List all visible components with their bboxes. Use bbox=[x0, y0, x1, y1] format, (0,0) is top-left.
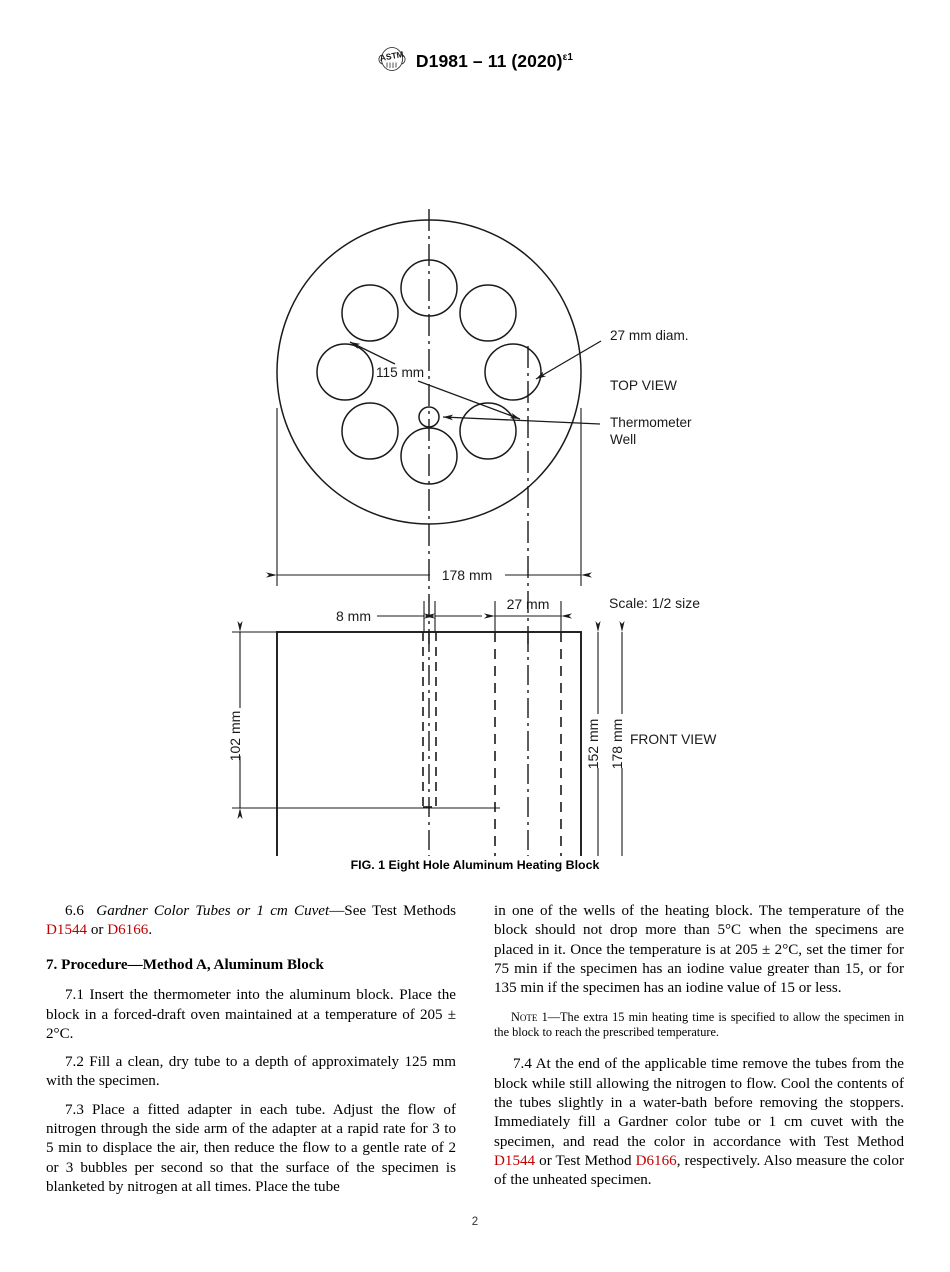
label-hole-diameter: 27 mm diam. bbox=[610, 328, 689, 343]
paragraph-7-2: 7.2 Fill a clean, dry tube to a depth of… bbox=[46, 1054, 456, 1090]
label-hole-depth: 152 mm bbox=[585, 719, 601, 770]
paragraph-7-3: 7.3 Place a fitted adapter in each tube.… bbox=[46, 1101, 456, 1196]
dimension-well-offset bbox=[377, 601, 482, 631]
label-top-view: TOP VIEW bbox=[610, 378, 677, 393]
note-number: 1— bbox=[537, 1009, 561, 1024]
label-bolt-circle: 115 mm bbox=[376, 365, 424, 380]
leader-bolt-circle-left bbox=[349, 341, 396, 365]
dimension-overall-width bbox=[266, 408, 592, 586]
svg-text:ASTM: ASTM bbox=[379, 49, 404, 63]
link-d1544-2[interactable]: D1544 bbox=[494, 1152, 536, 1169]
designation-text: D1981 – 11 (2020) bbox=[415, 51, 563, 71]
section-7-heading: 7. Procedure—Method A, Aluminum Block bbox=[46, 956, 324, 973]
paragraph-7-3-continued: in one of the wells of the heating block… bbox=[494, 903, 904, 997]
leader-hole-diam bbox=[535, 340, 602, 380]
label-scale: Scale: 1/2 size bbox=[609, 595, 700, 611]
center-lines bbox=[428, 209, 529, 644]
page-number: 2 bbox=[471, 1216, 479, 1228]
paragraph-6-6-end: . bbox=[148, 922, 153, 939]
paragraph-7-4-part-b: or Test Method bbox=[535, 1152, 636, 1169]
astm-logo-icon: ASTM bbox=[377, 46, 407, 77]
paragraph-6-6: 6.6 Gardner Color Tubes or 1 cm Cuvet—Se… bbox=[46, 902, 456, 941]
paragraph-6-6-mid: or bbox=[87, 922, 108, 939]
note-text: The extra 15 min heating time is specifi… bbox=[494, 1009, 904, 1039]
label-hole-width: 27 mm bbox=[507, 596, 550, 612]
label-top-thickness: 102 mm bbox=[227, 711, 243, 762]
link-d6166[interactable]: D6166 bbox=[107, 922, 149, 939]
paragraph-6-6-title: Gardner Color Tubes or 1 cm Cuvet bbox=[96, 903, 330, 919]
standard-designation: D1981 – 11 (2020)ε1 bbox=[416, 51, 573, 72]
left-column: 6.6 Gardner Color Tubes or 1 cm Cuvet—Se… bbox=[46, 902, 456, 1197]
paragraph-7-4: 7.4 At the end of the applicable time re… bbox=[494, 1055, 904, 1190]
link-d6166-2[interactable]: D6166 bbox=[635, 1152, 677, 1169]
dimension-top-thickness bbox=[232, 621, 500, 819]
right-column: in one of the wells of the heating block… bbox=[494, 902, 904, 1197]
note-label: Note bbox=[511, 1009, 538, 1024]
paragraph-number-6-6: 6.6 bbox=[65, 903, 84, 919]
paragraph-6-6-text: —See Test Methods bbox=[329, 903, 456, 919]
paragraph-7-1: 7.1 Insert the thermometer into the alum… bbox=[46, 987, 456, 1042]
page-header: ASTM D1981 – 11 (2020)ε1 bbox=[0, 46, 950, 77]
label-block-height: 178 mm bbox=[609, 719, 625, 770]
dimension-hole-width bbox=[484, 601, 572, 631]
paragraph-7-4-part-a: 7.4 At the end of the applicable time re… bbox=[494, 1056, 904, 1150]
note-1: Note 1—The extra 15 min heating time is … bbox=[494, 1010, 904, 1041]
leader-bolt-circle-right bbox=[417, 380, 521, 420]
leader-thermometer-well bbox=[442, 414, 601, 425]
link-d1544[interactable]: D1544 bbox=[46, 922, 88, 939]
label-well-offset: 8 mm bbox=[336, 608, 371, 624]
label-thermometer-well-line2: Well bbox=[610, 432, 636, 447]
figure-caption: FIG. 1 Eight Hole Aluminum Heating Block bbox=[350, 858, 600, 872]
label-overall-width: 178 mm bbox=[442, 567, 493, 583]
label-thermometer-well-line1: Thermometer bbox=[610, 415, 692, 430]
figure-1-drawing: 27 mm diam. TOP VIEW Thermometer Well 11… bbox=[0, 96, 950, 948]
designation-superscript: ε1 bbox=[562, 52, 574, 64]
label-front-view: FRONT VIEW bbox=[630, 732, 716, 747]
body-columns: 6.6 Gardner Color Tubes or 1 cm Cuvet—Se… bbox=[46, 902, 904, 1197]
paragraph-7-4-part-c: , respectively. Also measure the color o… bbox=[494, 1152, 905, 1189]
